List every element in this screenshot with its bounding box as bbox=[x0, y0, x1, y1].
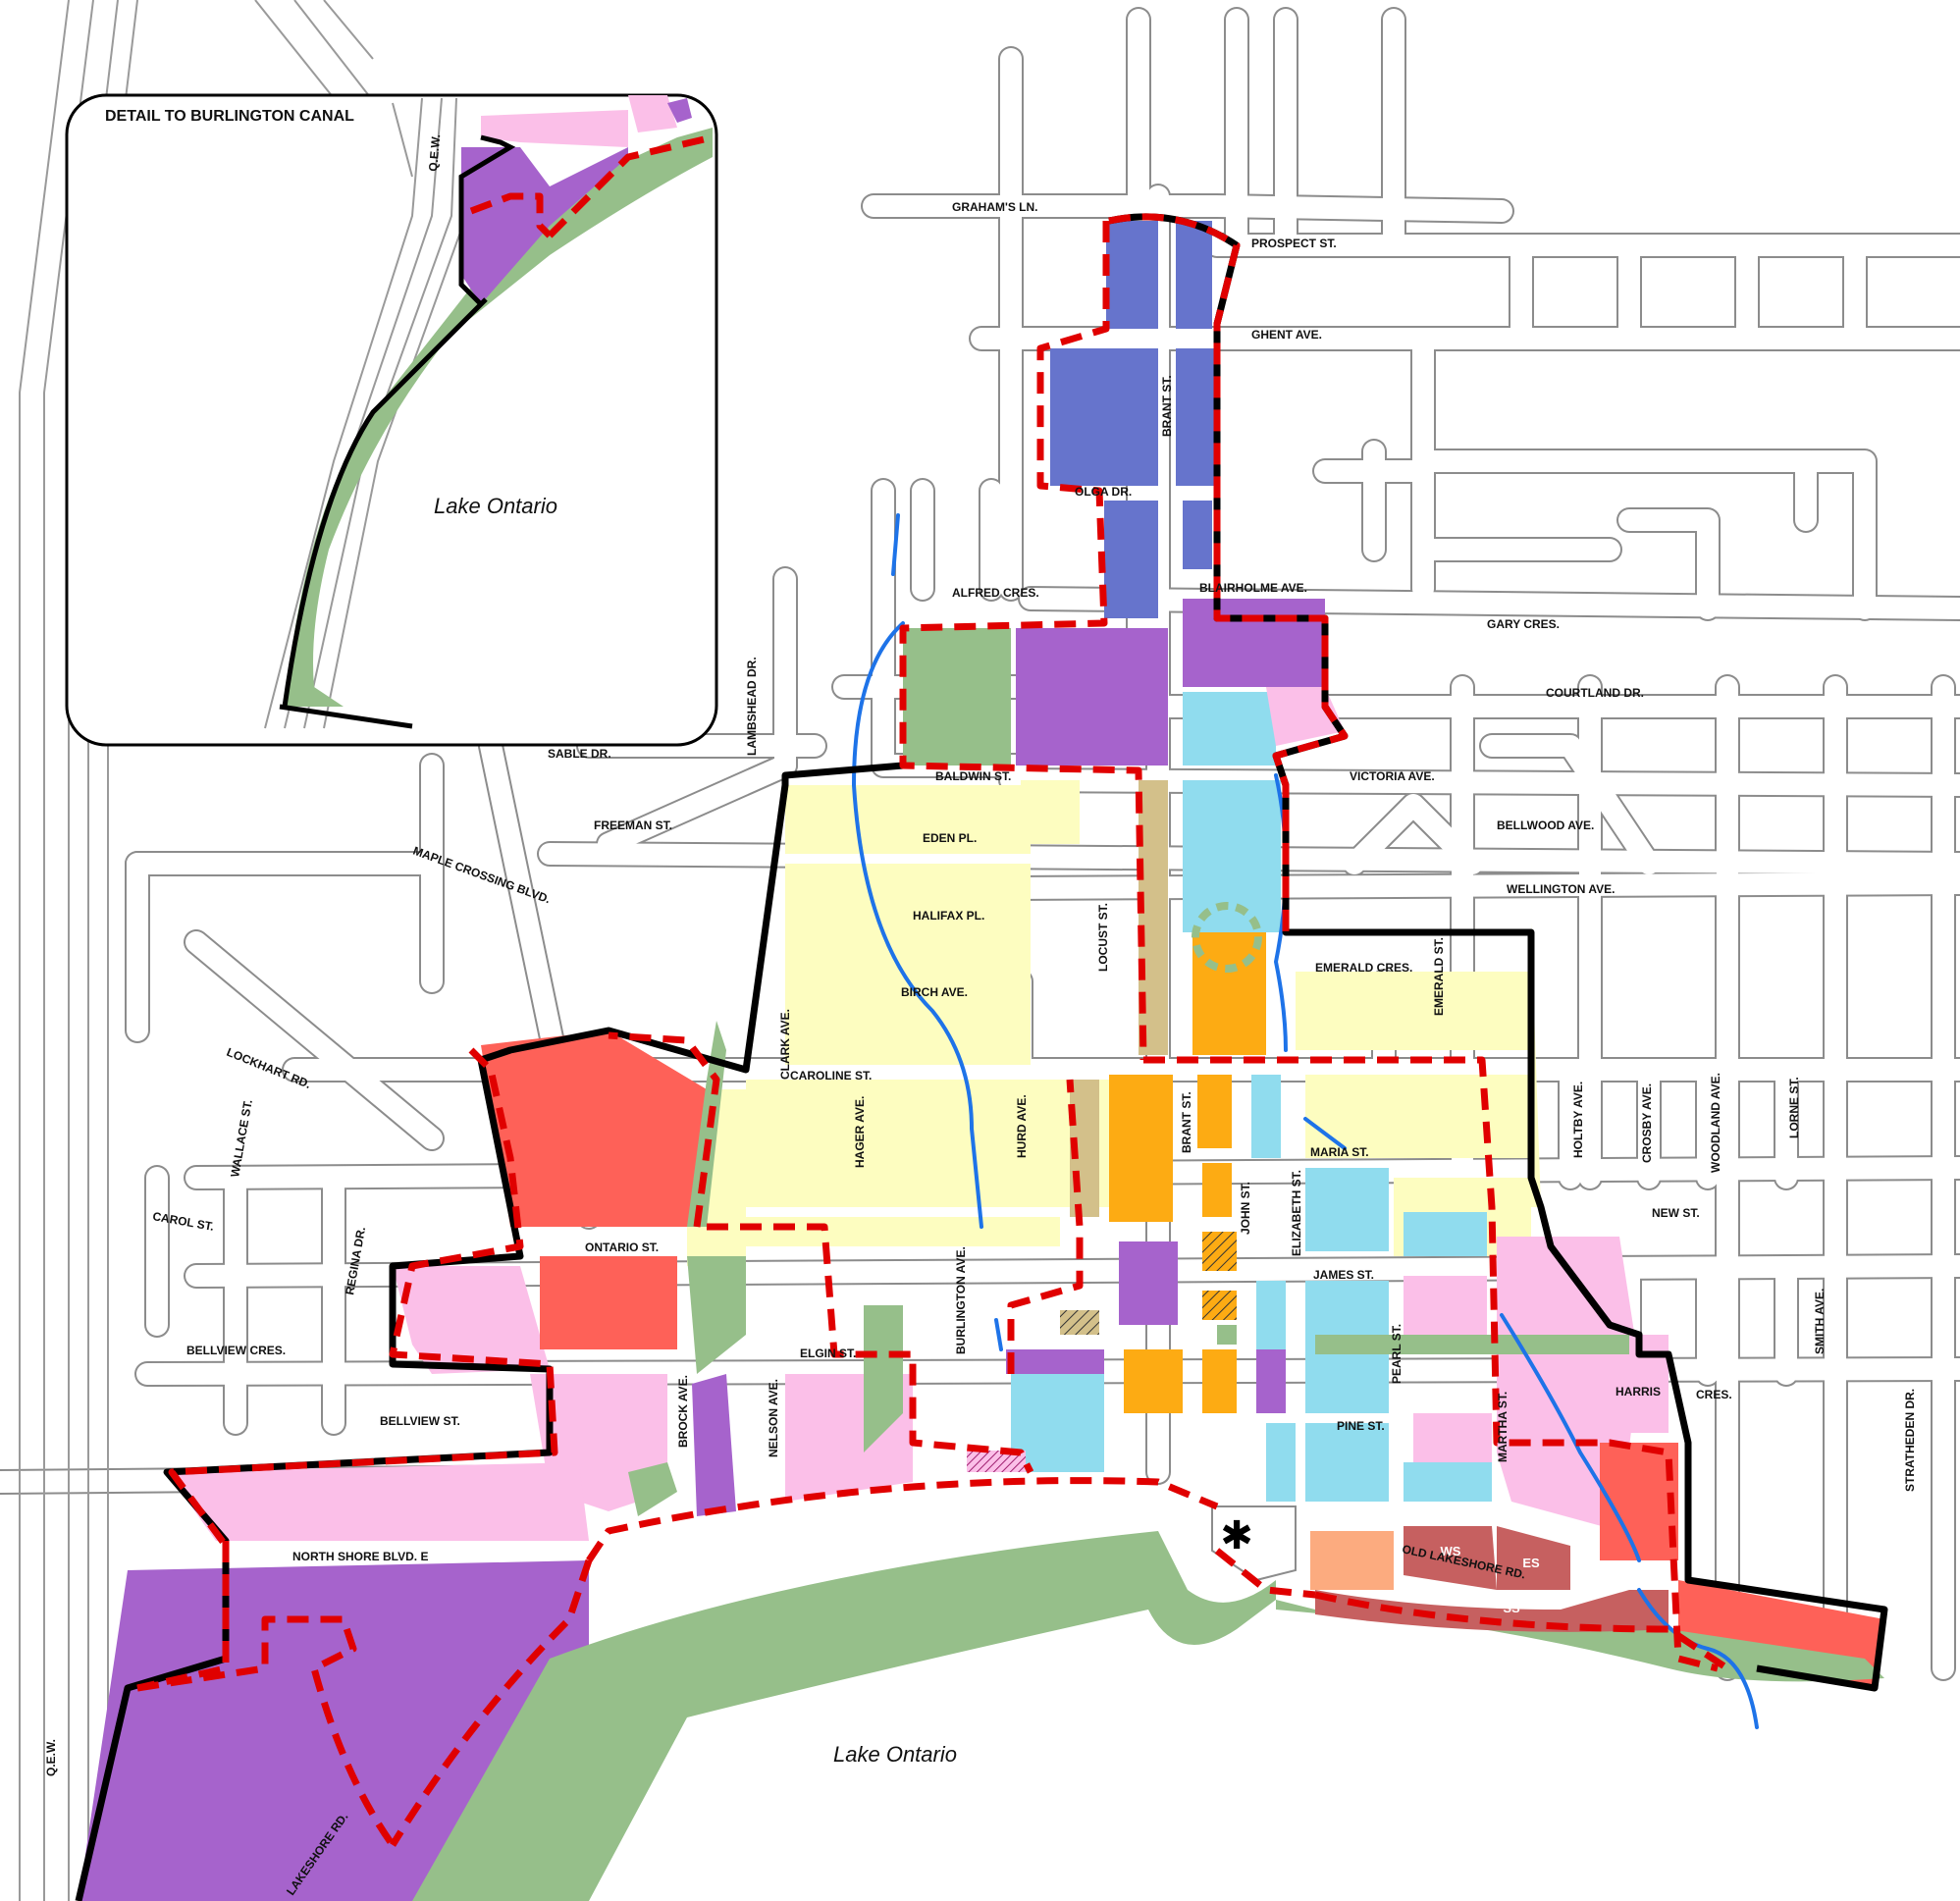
zone-es bbox=[1497, 1526, 1570, 1590]
label-emerald-st: EMERALD ST. bbox=[1432, 937, 1446, 1016]
label-stratheden-dr: STRATHEDEN DR. bbox=[1903, 1389, 1917, 1492]
label-qew-main: Q.E.W. bbox=[44, 1739, 58, 1776]
asterisk-marker: ✱ bbox=[1220, 1513, 1253, 1558]
label-burlington-ave: BURLINGTON AVE. bbox=[954, 1246, 968, 1354]
zone-tag-ws: WS bbox=[1441, 1544, 1461, 1558]
label-gary-cres: GARY CRES. bbox=[1487, 617, 1560, 631]
label-new-st: NEW ST. bbox=[1652, 1206, 1700, 1220]
label-olga-dr: OLGA DR. bbox=[1075, 485, 1132, 499]
label-blairholme-ave: BLAIRHOLME AVE. bbox=[1199, 581, 1307, 595]
label-prospect-st: PROSPECT ST. bbox=[1251, 237, 1337, 250]
label-locust-st: LOCUST ST. bbox=[1096, 903, 1110, 972]
label-halifax-pl: HALIFAX PL. bbox=[913, 909, 984, 923]
parcel-north-brant-east bbox=[1176, 221, 1212, 329]
label-bellwood-ave: BELLWOOD AVE. bbox=[1497, 818, 1594, 832]
label-baldwin-st: BALDWIN ST. bbox=[935, 769, 1011, 783]
label-freeman-st: FREEMAN ST. bbox=[594, 818, 672, 832]
inset-burlington-canal: DETAIL TO BURLINGTON CANAL Lake Ontario … bbox=[65, 93, 718, 747]
label-holtby-ave: HOLTBY AVE. bbox=[1571, 1082, 1585, 1158]
label-sable-dr: SABLE DR. bbox=[548, 747, 611, 761]
label-ontario-st: ONTARIO ST. bbox=[585, 1241, 659, 1254]
label-grahams-ln: GRAHAM'S LN. bbox=[952, 200, 1038, 214]
label-martha-st: MARTHA ST. bbox=[1496, 1392, 1510, 1462]
label-bellview-cres: BELLVIEW CRES. bbox=[186, 1344, 286, 1357]
label-north-shore-blvd: NORTH SHORE BLVD. E bbox=[292, 1550, 428, 1563]
label-hurd-ave: HURD AVE. bbox=[1015, 1094, 1029, 1158]
boundaries bbox=[75, 213, 1888, 1901]
label-elgin-st: ELGIN ST. bbox=[800, 1347, 856, 1360]
label-john-st: JOHN ST. bbox=[1239, 1182, 1252, 1235]
zone-tag-es: ES bbox=[1522, 1556, 1540, 1570]
label-wellington-ave: WELLINGTON AVE. bbox=[1507, 882, 1615, 896]
inset-lake-label: Lake Ontario bbox=[434, 494, 557, 518]
parcel-north-brant-west bbox=[1106, 221, 1158, 329]
label-nelson-ave: NELSON AVE. bbox=[767, 1379, 780, 1457]
label-alfred-cres: ALFRED CRES. bbox=[952, 586, 1039, 600]
label-lorne-st: LORNE ST. bbox=[1787, 1077, 1801, 1138]
zone-ss bbox=[1315, 1590, 1669, 1632]
label-ghent-ave: GHENT AVE. bbox=[1251, 328, 1322, 342]
label-woodland-ave: WOODLAND AVE. bbox=[1709, 1073, 1722, 1173]
zone-ws bbox=[1404, 1526, 1497, 1590]
label-pine-st: PINE ST. bbox=[1337, 1419, 1385, 1433]
label-harris: HARRIS bbox=[1616, 1385, 1661, 1399]
label-caroline-st: CAROLINE ST. bbox=[790, 1069, 872, 1083]
label-eden-pl: EDEN PL. bbox=[923, 831, 977, 845]
label-emerald-cres: EMERALD CRES. bbox=[1315, 961, 1412, 975]
label-elizabeth-st: ELIZABETH ST. bbox=[1290, 1170, 1303, 1256]
label-crosby-ave: CROSBY AVE. bbox=[1640, 1083, 1654, 1163]
zone-tag-ss: SS bbox=[1503, 1601, 1520, 1615]
inset-qew-label: Q.E.W. bbox=[426, 133, 443, 172]
label-brock-ave: BROCK AVE. bbox=[676, 1375, 690, 1448]
label-james-st: JAMES ST. bbox=[1313, 1268, 1374, 1282]
label-bellview-st: BELLVIEW ST. bbox=[380, 1414, 460, 1428]
label-maria-st: MARIA ST. bbox=[1310, 1145, 1369, 1159]
label-clark-ave: CLARK AVE. bbox=[778, 1009, 792, 1080]
label-smith-ave: SMITH AVE. bbox=[1813, 1289, 1827, 1354]
label-victoria-ave: VICTORIA AVE. bbox=[1350, 769, 1435, 783]
label-birch-ave: BIRCH AVE. bbox=[901, 985, 968, 999]
label-brant-st-north: BRANT ST. bbox=[1160, 375, 1174, 437]
label-lambshead-dr: LAMBSHEAD DR. bbox=[745, 657, 759, 756]
roundabout bbox=[1192, 902, 1262, 973]
label-courtland-dr: COURTLAND DR. bbox=[1546, 686, 1644, 700]
label-harris-cres: CRES. bbox=[1696, 1388, 1732, 1401]
inset-title: DETAIL TO BURLINGTON CANAL bbox=[105, 108, 354, 125]
label-brant-st-south: BRANT ST. bbox=[1180, 1091, 1193, 1153]
label-pearl-st: PEARL ST. bbox=[1390, 1324, 1404, 1384]
lake-ontario-label: Lake Ontario bbox=[833, 1742, 957, 1767]
label-hager-ave: HAGER AVE. bbox=[853, 1096, 867, 1168]
